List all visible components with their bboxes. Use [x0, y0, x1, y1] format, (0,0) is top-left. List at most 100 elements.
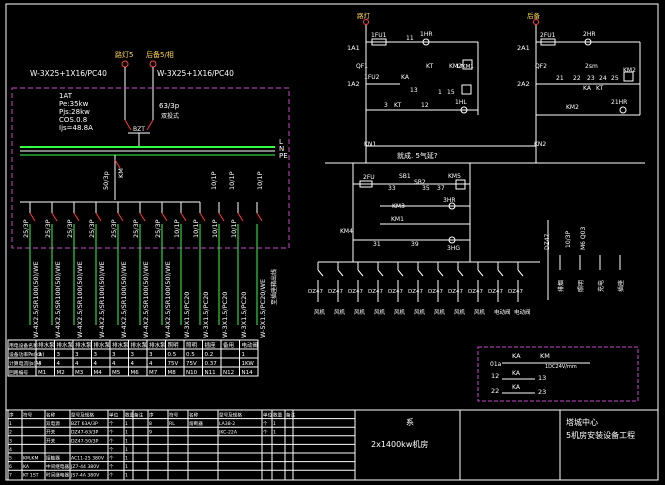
tb-cell: 7 [9, 473, 12, 479]
ctrl-right-num-25: 25 [611, 75, 619, 82]
ctrl-left-num-17: 17 [456, 64, 463, 70]
ctrl-left-hl: 1HL [455, 99, 467, 106]
param-4: COS.0.8 [59, 116, 87, 124]
motor-name-9: 风机 [474, 308, 486, 316]
tb-cell: LA38-2 [219, 421, 235, 427]
branch-rating-7: 25/3P [154, 219, 162, 238]
branch-circuits: 25/3P W-4X2.5/SR100(50)/WE 25/3P W-4X2.5/SR… [22, 202, 267, 338]
right-name-4: 插座 [617, 280, 625, 292]
load-cell: 排水泵 [149, 341, 166, 349]
ctrl-right-ka: KA [583, 85, 592, 92]
mid-km5-coil [455, 179, 466, 190]
ctrl-right-num-23: 23 [587, 75, 595, 82]
load-cell: M8 [168, 370, 177, 376]
param-2: Pe:35kw [59, 100, 89, 108]
load-cell: 回路编号 [9, 369, 28, 376]
ctrl-right-kt: KT [596, 85, 603, 92]
legend-r2a: 12 [491, 372, 499, 380]
title-block: 系 2x1400kw机房 塔城中心 5机房安装设备工程 序符号名称型号及规格单位… [6, 409, 658, 480]
motor-switch-5 [397, 269, 404, 277]
ctrl-left-terminal [363, 19, 369, 25]
mid-num-37: 37 [437, 185, 445, 192]
load-cell: N10 [186, 370, 198, 376]
load-cell: M2 [57, 370, 65, 376]
branch-rating-10: 10/1P [211, 219, 219, 238]
branch-rating-3: 25/3P [66, 219, 74, 238]
ctrl-right-lamp [584, 38, 592, 46]
tb-cell: 1 [125, 430, 128, 436]
bus-label-L: L [279, 138, 283, 146]
branch-switch-8 [180, 212, 187, 222]
mid-num-33: 33 [388, 185, 396, 192]
motor-ovp-8: DZ47 [448, 289, 464, 295]
load-cell: 照明 [186, 342, 198, 349]
legend-r3c: 23 [538, 388, 546, 396]
motor-switch-7 [437, 269, 444, 277]
ctrl-right-num-22: 22 [573, 75, 581, 82]
tb-cell: 时间继电器 [46, 472, 69, 479]
branch-cable-3: W-4X2.5/SR100(50)/WE [76, 261, 84, 338]
ctrl-right-terminal [533, 19, 539, 25]
ctrl-left-lamp-label: 1HR [420, 31, 433, 38]
control-circuit-bottom: DZ47 10/3P M6 Q03 DZ47风机DZ47风机DZ47风机DZ47… [308, 220, 625, 316]
mid-hr: 3HR [443, 197, 456, 204]
tb-cell: KM,KM [23, 456, 38, 462]
motor-switch-8 [457, 269, 464, 277]
motor-name-11: 电动阀 [514, 308, 531, 316]
branch-cable-1: W-4X2.5/SR100(50)/WE [32, 261, 40, 338]
source-terminal-2 [149, 60, 157, 68]
ctrl-right-source: 后备 [527, 11, 541, 20]
ctrl-left-num-12: 12 [421, 102, 429, 109]
load-cell: 排水泵 [112, 341, 129, 349]
load-cell: 3 [57, 352, 61, 358]
tb-cell: 符号 [23, 412, 33, 419]
load-cell: 计算电流Ijs(A) [9, 360, 41, 367]
branch-switch-5 [117, 212, 124, 222]
motor-name-3: 风机 [354, 308, 366, 316]
side-note: 至插座箱出线 [270, 269, 278, 305]
branch-cable-8: W-3X1.5/PC20 [183, 292, 191, 338]
tb-cell: JS7-4A 380V [70, 473, 100, 479]
tb-cell: KT 1ST [23, 473, 39, 479]
load-cell: N11 [205, 370, 216, 376]
tb-cell: DZ47-50/3P [71, 438, 99, 444]
tb-cell: 型号及规格 [219, 412, 242, 419]
load-cell: 0.5 [168, 352, 177, 358]
load-cell: 4 [149, 361, 153, 367]
tb-cell: 1 [125, 464, 128, 470]
ctrl-right-num-21: 21 [556, 75, 564, 82]
branch-rating-8: 10/1P [173, 219, 181, 238]
motor-ovp-5: DZ47 [388, 289, 404, 295]
panel-enclosure [11, 87, 290, 249]
branch-switch-6 [139, 212, 146, 222]
load-cell: 3 [75, 352, 79, 358]
load-cell: 排水泵 [38, 341, 55, 349]
switch-blade-2 [146, 119, 154, 131]
tb-cell: 1 [273, 430, 276, 436]
tb-cell: 备注 [286, 412, 296, 419]
load-cell: 3 [149, 352, 153, 358]
drawing-frame [5, 3, 659, 481]
branch-switch-4 [95, 212, 102, 222]
load-cell: M6 [131, 370, 140, 376]
tb-cell: DZ47-63/3P [71, 430, 99, 436]
load-cell: 4 [75, 361, 79, 367]
tb-cell: 1 [125, 456, 128, 462]
load-cell: 0.37 [205, 361, 218, 367]
param-1: 1AT [59, 92, 73, 100]
branch-rating-11: 10/1P [230, 219, 238, 238]
ctrl-right-num-24: 24 [599, 75, 607, 82]
load-cell: 排水泵 [57, 341, 74, 349]
tb-cell: 个 [263, 421, 268, 427]
tb-cell: 单位 [263, 412, 273, 419]
motor-switch-11 [517, 269, 524, 277]
ctrl-left-1a2: 1A2 [347, 80, 360, 88]
load-cell: 75V [186, 361, 197, 367]
ctrl-right-km2b: KM2 [566, 104, 579, 111]
motor-name-10: 电动阀 [494, 308, 511, 316]
motor-name-4: 风机 [374, 308, 386, 316]
load-cell: 设备功率Pe(kw) [9, 351, 44, 358]
tb-cell: RL [169, 421, 175, 427]
load-cell: 备用 [223, 341, 234, 349]
load-cell: 4 [112, 361, 116, 367]
